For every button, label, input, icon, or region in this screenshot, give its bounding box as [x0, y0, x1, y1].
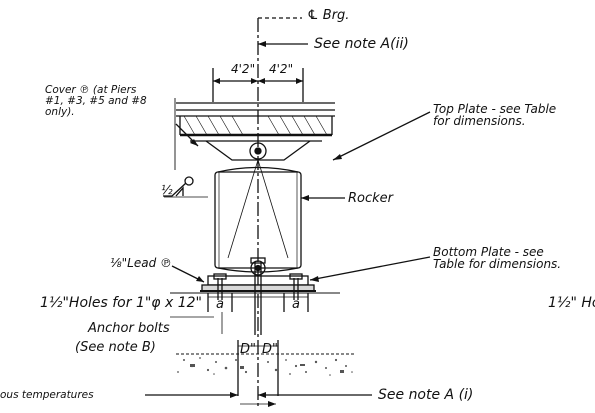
lead-plate-label: ⅛"Lead ℗ — [110, 256, 173, 270]
concrete-pier — [177, 357, 353, 376]
top-pin — [249, 142, 267, 160]
dim-a-left-label: a — [216, 297, 224, 312]
flange-hatching — [183, 115, 328, 136]
dim-a-right-label: a — [292, 297, 300, 312]
dim-d-left-label: D" — [240, 342, 256, 357]
top-plate-label-line1: Top Plate - see Table — [433, 102, 557, 116]
dim-right-label: 4'2" — [269, 62, 294, 76]
top-plate-label-line2: for dimensions. — [433, 114, 526, 128]
anchor-bolt-right — [289, 273, 303, 300]
temperatures-label: ous temperatures — [0, 389, 94, 401]
weld-symbol — [163, 176, 208, 198]
anchor-bolts-label-line1: Anchor bolts — [88, 321, 170, 336]
rocker — [214, 159, 302, 273]
rocker-label: Rocker — [348, 191, 394, 206]
girder-flange — [174, 98, 335, 170]
cover-plate-label-line3: only). — [45, 106, 75, 118]
holes-label: 1½"Holes for 1"φ x 12" — [40, 295, 202, 311]
bottom-plate-label-line2: Table for dimensions. — [433, 257, 562, 271]
top-plate-leader — [332, 111, 431, 161]
holes-label-right: 1½" Ho — [548, 295, 595, 311]
cover-plate-label-line1: Cover ℗ (at Piers — [45, 84, 137, 96]
note-a-i-label: See note A (i) — [378, 387, 474, 403]
dim-d-right-label: D" — [262, 342, 278, 357]
weld-label: ½ — [161, 183, 173, 197]
cl-brg-label: ℄ Brg. — [307, 8, 350, 23]
anchor-bolts-label-line2: (See note B) — [75, 340, 156, 355]
bottom-plate-leader — [309, 256, 431, 281]
bottom-pin — [250, 260, 266, 276]
anchor-bolt-center — [250, 257, 266, 335]
cover-plate-label-line2: #1, #3, #5 and #8 — [45, 95, 147, 107]
note-a-ii-label: See note A(ii) — [314, 36, 409, 52]
anchor-bolt-left — [213, 273, 227, 300]
bottom-plate-label-line1: Bottom Plate - see — [433, 245, 544, 259]
dim-left-label: 4'2" — [231, 62, 256, 76]
